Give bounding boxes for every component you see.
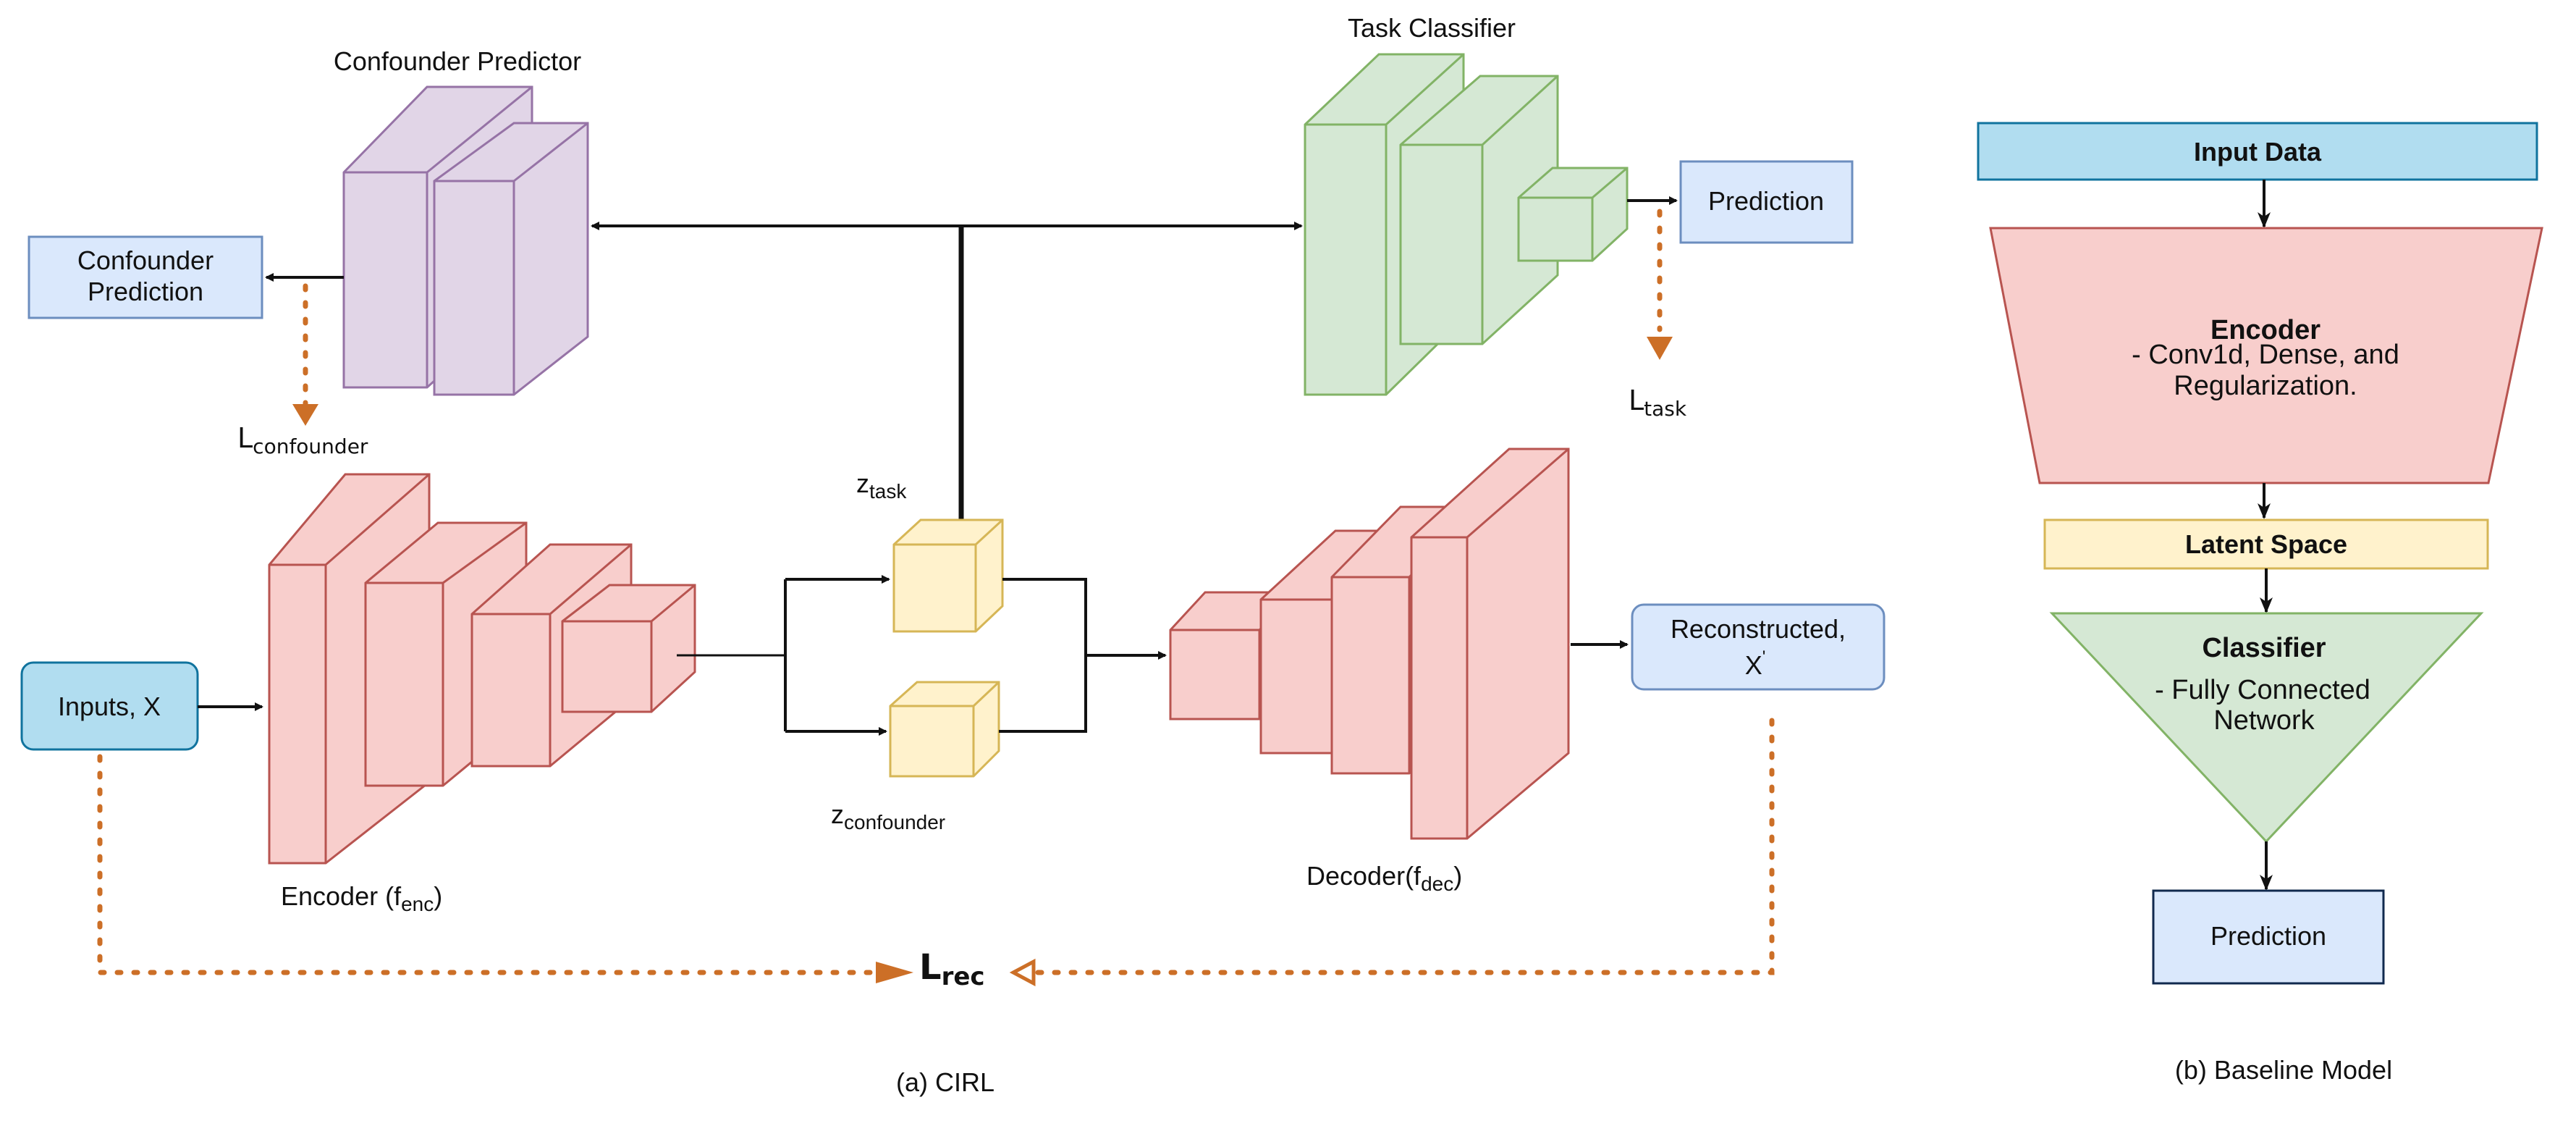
confounder-prediction-line1: Confounder xyxy=(77,245,214,275)
loss-confounder-label: Lconfounder xyxy=(237,422,368,458)
confounder-predictor: Confounder Predictor xyxy=(334,46,589,396)
baseline-encoder: Encoder - Conv1d, Dense, and Regularizat… xyxy=(1989,227,2543,484)
reconstructed-line2: X' xyxy=(1745,647,1766,680)
decoder-label: Decoder(fdec) xyxy=(1306,861,1462,895)
loss-rec-right-arrowhead xyxy=(1009,958,1036,987)
baseline-classifier-line1: - Fully Connected xyxy=(2155,675,2370,705)
task-prediction-label: Prediction xyxy=(1708,186,1824,216)
task-classifier: Task Classifier xyxy=(1304,13,1629,396)
loss-task-arrowhead xyxy=(1647,337,1673,360)
baseline-input-data: Input Data xyxy=(1977,122,2538,181)
baseline-classifier-title: Classifier xyxy=(2202,633,2326,663)
cirl-caption: (a) CIRL xyxy=(896,1067,994,1097)
baseline-encoder-title: Encoder xyxy=(2210,315,2320,345)
loss-rec-left-arrowhead xyxy=(876,962,913,983)
baseline-encoder-line2: Regularization. xyxy=(2174,371,2357,401)
z-task-cube xyxy=(892,518,1004,633)
task-classifier-title: Task Classifier xyxy=(1348,13,1516,43)
z-confounder-cube xyxy=(889,681,1000,778)
merge-lines xyxy=(999,578,1087,733)
baseline-input-data-label: Input Data xyxy=(2194,137,2322,167)
confounder-prediction-line2: Prediction xyxy=(88,277,203,306)
baseline-latent-space: Latent Space xyxy=(2043,518,2489,570)
baseline-prediction-label: Prediction xyxy=(2210,921,2326,951)
inputs-label: Inputs, X xyxy=(58,692,161,721)
baseline-caption: (b) Baseline Model xyxy=(2175,1055,2392,1085)
encoder: Encoder (fenc) xyxy=(268,473,696,915)
decoder: Decoder(fdec) xyxy=(1169,448,1570,895)
encoder-label: Encoder (fenc) xyxy=(281,881,442,915)
z-task-label: ztask xyxy=(856,469,907,503)
task-prediction-box: Prediction xyxy=(1679,160,1854,244)
confounder-predictor-title: Confounder Predictor xyxy=(334,46,581,76)
confounder-prediction-box: Confounder Prediction xyxy=(28,235,263,319)
baseline-latent-space-label: Latent Space xyxy=(2185,529,2347,559)
loss-rec-label: Lrec xyxy=(919,947,985,991)
baseline-prediction: Prediction xyxy=(2152,889,2385,985)
loss-rec-left-dotted-path xyxy=(97,754,882,975)
loss-task-label: Ltask xyxy=(1629,385,1687,421)
baseline-classifier: Classifier - Fully Connected Network xyxy=(2049,612,2484,844)
baseline-encoder-line1: - Conv1d, Dense, and xyxy=(2132,340,2399,370)
loss-rec-right-dotted-path xyxy=(1025,718,1775,975)
inputs-box: Inputs, X xyxy=(20,661,199,751)
reconstructed-line1: Reconstructed, xyxy=(1671,614,1846,644)
baseline-classifier-line2: Network xyxy=(2213,705,2315,736)
loss-confounder-arrowhead xyxy=(292,404,318,426)
reconstructed-box: Reconstructed, X' xyxy=(1631,603,1885,691)
z-confounder-label: zconfounder xyxy=(831,799,945,833)
